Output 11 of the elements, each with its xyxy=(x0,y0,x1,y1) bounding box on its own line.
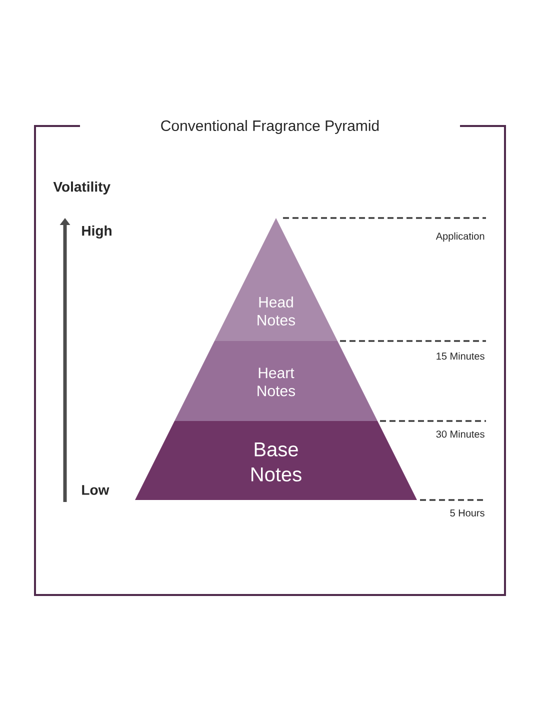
time-label: 30 Minutes xyxy=(436,430,484,438)
time-label: 15 Minutes xyxy=(436,352,484,360)
pyramid-layer: Heart Notes xyxy=(174,341,378,421)
time-label: Application xyxy=(436,232,484,242)
title: Conventional Fragrance Pyramid xyxy=(161,120,379,134)
pyramid-layer: Head Notes xyxy=(214,218,338,341)
pyramid-layer: Base Notes xyxy=(135,421,417,500)
axis-label: Low xyxy=(82,485,110,495)
time-label: 5 Hours xyxy=(450,510,484,516)
axis-title: Volatility xyxy=(53,181,110,195)
axis-label: High xyxy=(82,225,112,239)
